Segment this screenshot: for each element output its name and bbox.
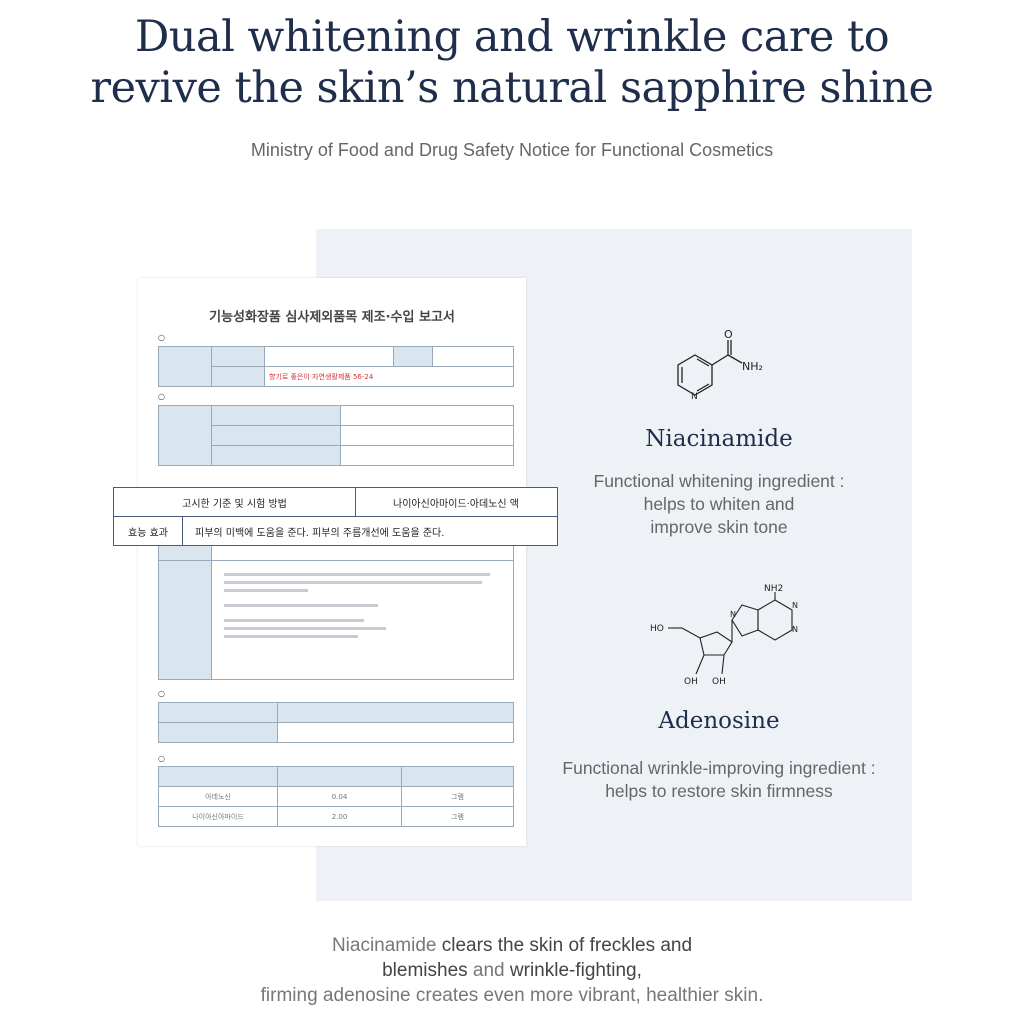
niacinamide-title: Niacinamide bbox=[645, 426, 793, 452]
table-row: 나이아신아마이드 2.00 그램 bbox=[158, 806, 514, 827]
adenosine-title: Adenosine bbox=[658, 708, 780, 734]
svg-text:N: N bbox=[792, 625, 798, 634]
report-title: 기능성화장품 심사제외품목 제조·수입 보고서 bbox=[209, 310, 455, 325]
niacinamide-structure-icon: O NH₂ N bbox=[677, 328, 763, 402]
footer-line-2: blemishes and wrinkle-fighting, bbox=[382, 960, 642, 981]
efficacy-table-row-1: 고시한 기준 및 시험 방법 나이아신아마이드·아데노신 액 bbox=[113, 487, 558, 517]
section-marker: ○ bbox=[158, 333, 165, 342]
svg-text:NH2: NH2 bbox=[764, 584, 783, 594]
svg-text:OH: OH bbox=[684, 677, 698, 687]
svg-text:NH₂: NH₂ bbox=[742, 360, 763, 373]
niacinamide-description: Functional whitening ingredient : helps … bbox=[593, 471, 845, 537]
report-document: 기능성화장품 심사제외품목 제조·수입 보고서 ○ 향기로 좋은이 자연생활제품… bbox=[138, 278, 526, 846]
footer-line-1: Niacinamide clears the skin of freckles … bbox=[331, 935, 693, 956]
headline: Dual whitening and wrinkle care to reviv… bbox=[0, 12, 1024, 114]
efficacy-table-row-2: 효능 효과 피부의 미백에 도움을 준다. 피부의 주름개선에 도움을 준다. bbox=[113, 516, 558, 546]
report-highlight: 향기로 좋은이 자연생활제품 56-24 bbox=[264, 366, 514, 387]
adenosine-description: Functional wrinkle-improving ingredient … bbox=[562, 758, 876, 801]
subtitle: Ministry of Food and Drug Safety Notice … bbox=[250, 140, 774, 160]
report-table-volume bbox=[158, 702, 514, 743]
report-table-ingredients: 아데노신 0.04 그램 나이아신아마이드 2.00 그램 bbox=[158, 766, 514, 827]
test-method-label: 고시한 기준 및 시험 방법 bbox=[114, 488, 356, 516]
headline-line-2: revive the skin’s natural sapphire shine bbox=[90, 63, 934, 113]
test-method-value: 나이아신아마이드·아데노신 액 bbox=[393, 498, 519, 510]
report-table-info bbox=[158, 405, 514, 466]
svg-text:N: N bbox=[792, 601, 798, 610]
footer-text: Niacinamide clears the skin of freckles … bbox=[0, 933, 1024, 1008]
section-marker: ○ bbox=[158, 689, 165, 698]
usage-text-block bbox=[224, 568, 504, 643]
svg-text:N: N bbox=[691, 392, 698, 402]
svg-text:O: O bbox=[724, 328, 733, 341]
svg-text:HO: HO bbox=[650, 624, 664, 634]
section-marker: ○ bbox=[158, 754, 165, 763]
table-row: 아데노신 0.04 그램 bbox=[158, 786, 514, 807]
report-table-manufacturer: 향기로 좋은이 자연생활제품 56-24 bbox=[158, 346, 514, 387]
adenosine-structure-icon: NH2 N N N HO OH OH bbox=[650, 584, 798, 687]
efficacy-label: 효능 효과 bbox=[114, 517, 183, 545]
efficacy-value: 피부의 미백에 도움을 준다. 피부의 주름개선에 도움을 준다. bbox=[195, 527, 445, 539]
svg-text:OH: OH bbox=[712, 677, 726, 687]
section-marker: ○ bbox=[158, 392, 165, 401]
svg-text:N: N bbox=[730, 610, 736, 619]
headline-line-1: Dual whitening and wrinkle care to bbox=[134, 12, 890, 62]
footer-line-3: firming adenosine creates even more vibr… bbox=[260, 985, 764, 1006]
